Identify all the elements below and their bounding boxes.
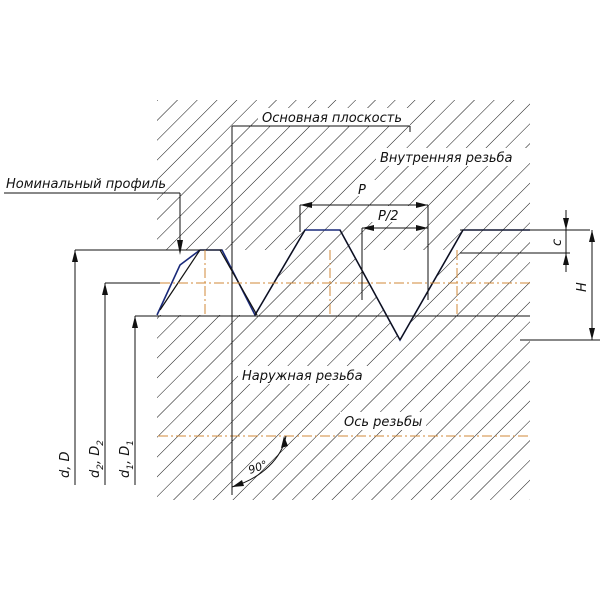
- half-pitch-label: P/2: [378, 209, 399, 224]
- dim-c-label: c: [550, 239, 565, 246]
- center-lines: [158, 250, 530, 437]
- pitch-label: P: [358, 183, 366, 198]
- external-thread-hatch: [157, 230, 530, 500]
- diameter-pitch-label: d2, D2: [88, 440, 106, 478]
- diameter-minor-label: d1, D1: [118, 440, 136, 478]
- diameter-reference-lines: [75, 229, 600, 341]
- external-thread-label: Наружная резьба: [242, 369, 363, 384]
- thread-axis-label: Ось резьбы: [344, 415, 422, 430]
- thread-flanks: [159, 229, 464, 341]
- nominal-profile-leader: [4, 192, 181, 240]
- internal-thread-label: Внутренняя резьба: [380, 151, 513, 166]
- nominal-profile-label: Номинальный профиль: [6, 177, 166, 192]
- dim-h-label: H: [575, 282, 590, 292]
- angle-label: 90°: [247, 458, 270, 477]
- diameter-major-label: d, D: [58, 451, 73, 478]
- basic-plane-label: Основная плоскость: [262, 111, 402, 126]
